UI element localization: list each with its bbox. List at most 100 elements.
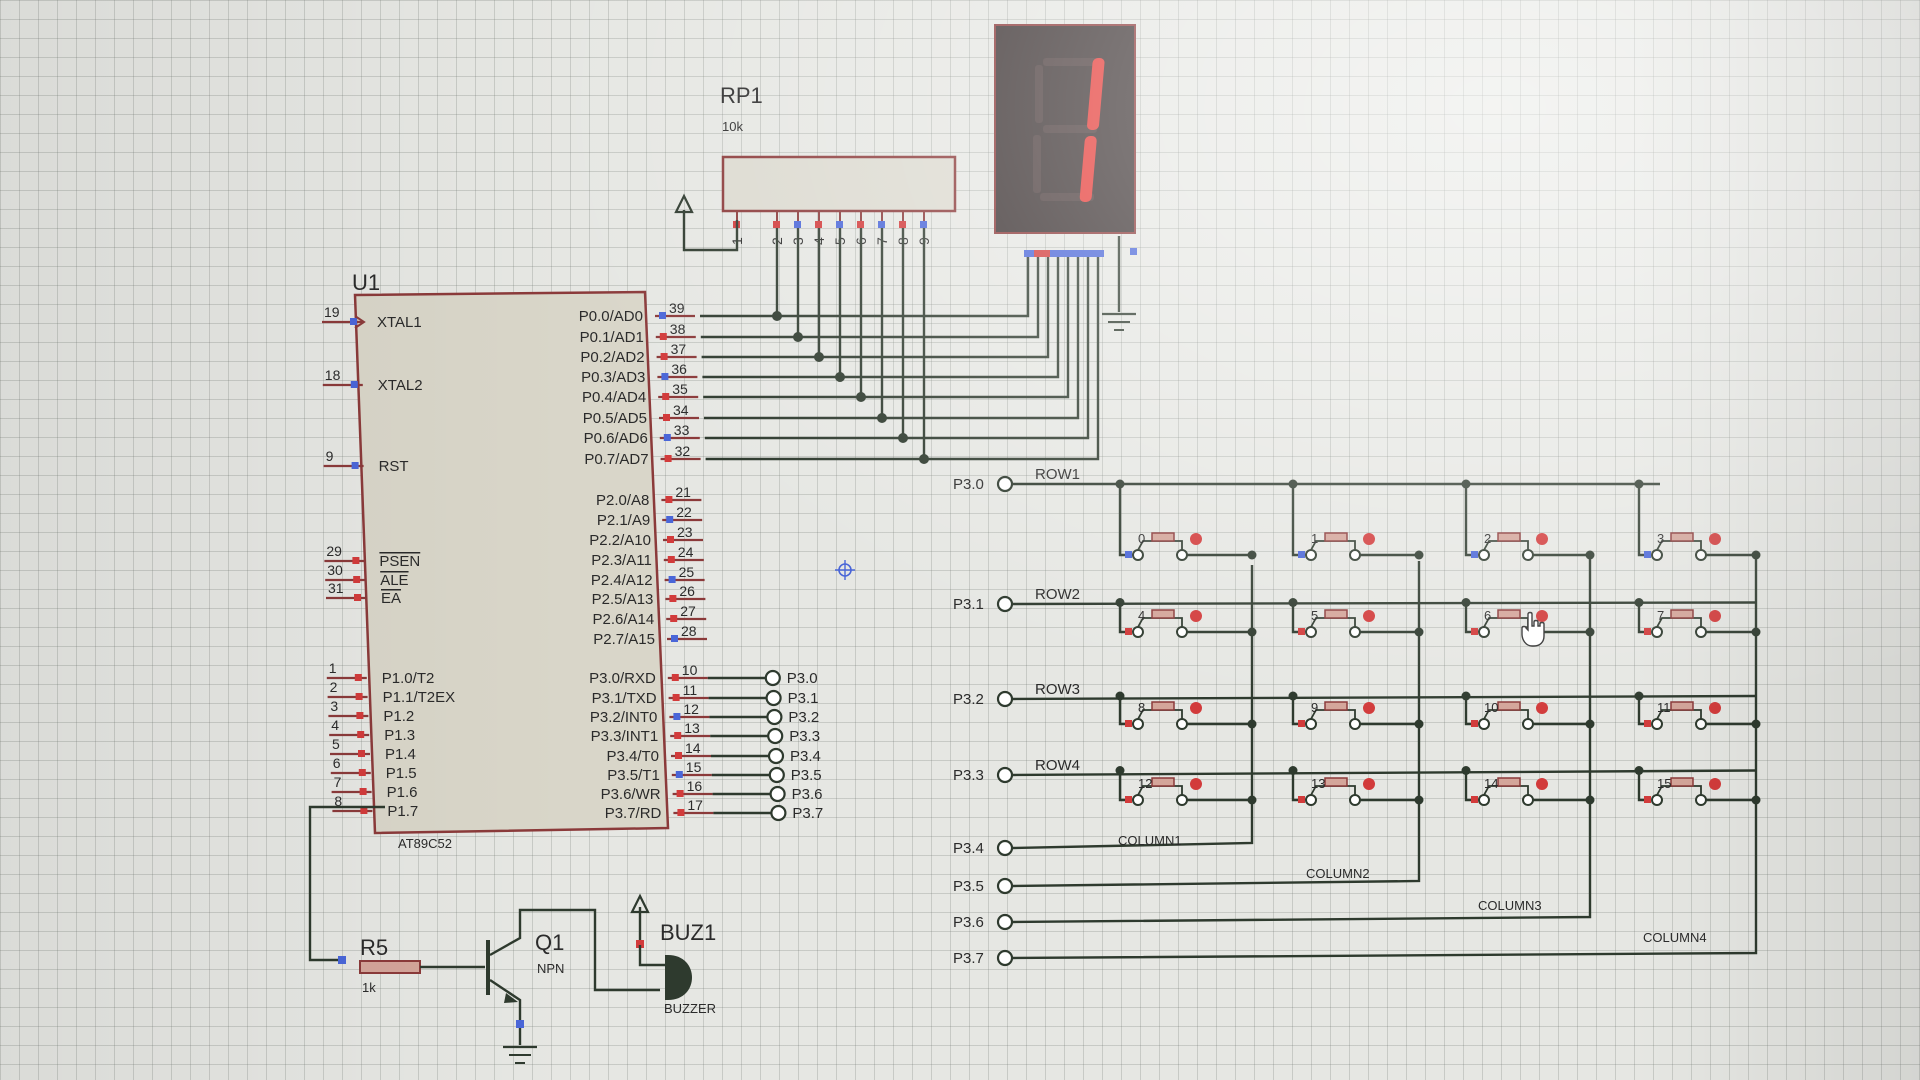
net-terminal[interactable] (770, 804, 787, 822)
rp1-value: 10k (722, 119, 743, 134)
junction-dot (877, 413, 887, 423)
keypad-switch[interactable] (1288, 479, 1424, 561)
column-terminal[interactable] (996, 913, 1014, 931)
u1-pin-number: 2 (330, 679, 338, 695)
u1-pin-marker (665, 496, 673, 503)
u1-pin-name: P1.7 (387, 803, 418, 820)
row-label: ROW2 (1035, 586, 1080, 603)
u1-pin-marker (358, 769, 366, 776)
column-net-label: P3.6 (953, 914, 984, 931)
u1-pin-number: 10 (682, 662, 698, 678)
key-number: 3 (1657, 531, 1664, 546)
u1-pin-number: 17 (687, 797, 703, 813)
column-label: COLUMN4 (1643, 930, 1707, 945)
u1-pin-marker (667, 536, 674, 543)
column-wire (1011, 553, 1758, 960)
u1-pin-name: P0.0/AD0 (579, 308, 643, 325)
r5-ref: R5 (360, 935, 388, 960)
rp1-body[interactable] (721, 155, 957, 213)
u1-pin-name: P1.4 (385, 746, 416, 763)
rp1-pin-marker (836, 221, 843, 228)
keypad-switch[interactable] (1634, 479, 1761, 561)
net-terminal[interactable] (766, 708, 783, 726)
u1-pin-name: P3.6/WR (601, 786, 661, 803)
u1-pin-marker (351, 462, 359, 469)
keypad-switch[interactable] (1461, 479, 1595, 561)
port0-bus-wires (700, 228, 1100, 464)
net-terminal[interactable] (769, 785, 786, 803)
net-label: P3.0 (787, 670, 818, 687)
u1-pin-marker (354, 594, 361, 601)
u1-pin-marker (670, 615, 678, 622)
rp1-pin-marker (899, 221, 906, 228)
u1-pin-number: 23 (677, 524, 693, 540)
u1-pin-number: 38 (670, 321, 686, 337)
u1-pin-name: P2.2/A10 (589, 532, 651, 549)
column-terminal[interactable] (996, 949, 1014, 967)
u1-pin-name: P2.4/A12 (591, 572, 653, 589)
u1-pin-marker (353, 576, 361, 583)
junction-dot (793, 332, 803, 342)
net-terminal[interactable] (764, 669, 781, 687)
rp1-pin-marker (920, 221, 927, 228)
key-number: 13 (1311, 776, 1325, 791)
u1-pin-marker (350, 381, 358, 388)
net-terminal[interactable] (767, 747, 785, 765)
p0-wire (704, 257, 1090, 440)
r5-body[interactable] (359, 960, 421, 974)
u1-pin-marker (673, 713, 681, 720)
seven-segment-display[interactable] (994, 24, 1136, 234)
net-label: P3.1 (788, 690, 819, 707)
net-label: P3.2 (788, 709, 819, 726)
u1-pin-name: P3.2/INT0 (590, 709, 658, 726)
keypad-switch[interactable] (1115, 766, 1257, 806)
u1-pin-name: P1.6 (387, 784, 418, 801)
row-label: ROW3 (1035, 681, 1080, 698)
junction-dot (856, 392, 866, 402)
q1-ref: Q1 (535, 930, 564, 955)
column-net-label: P3.5 (953, 878, 984, 895)
column-terminal[interactable] (996, 839, 1014, 857)
row-terminal[interactable] (996, 766, 1014, 784)
q1-type: NPN (537, 961, 564, 976)
u1-pin-name: P2.1/A9 (597, 512, 650, 529)
buzzer-icon[interactable] (665, 955, 692, 1000)
row-terminal[interactable] (996, 475, 1014, 493)
u1-part: AT89C52 (398, 836, 452, 851)
u1-pin-number: 31 (328, 580, 344, 596)
key-number: 4 (1138, 608, 1145, 623)
row-terminal[interactable] (996, 690, 1014, 708)
net-label: P3.4 (790, 748, 821, 765)
net-terminal[interactable] (768, 766, 785, 784)
u1-pin-number: 27 (680, 603, 696, 619)
u1-pin-number: 18 (325, 367, 341, 383)
u1-pin-number: 1 (329, 660, 337, 676)
u1-pin-marker (663, 434, 671, 441)
crosshair-cursor-icon (835, 560, 855, 580)
u1-pin-marker (661, 373, 669, 380)
net-terminal[interactable] (765, 689, 782, 707)
row-terminal[interactable] (996, 595, 1014, 613)
net-terminal[interactable] (767, 727, 784, 745)
u1-pin-number: 29 (326, 543, 342, 559)
rp1-pin-marker (878, 221, 885, 228)
u1-pin-name: P0.2/AD2 (580, 349, 644, 366)
u1-pin-name: P0.6/AD6 (584, 430, 648, 447)
keypad-switch[interactable] (1115, 479, 1257, 561)
u1-pin-name: EA (381, 590, 401, 607)
u1-pin-number: 24 (678, 544, 694, 560)
u1-pin-marker (659, 312, 666, 319)
u1-pin-marker (357, 731, 365, 738)
rp1-pin-marker (773, 221, 780, 228)
column-terminal[interactable] (996, 877, 1014, 895)
u1-pin-marker (671, 674, 679, 681)
p0-wire (700, 257, 1040, 339)
column-net-label: P3.7 (953, 950, 984, 967)
column-wire (1011, 565, 1254, 850)
u1-pin-name: P2.5/A13 (592, 591, 654, 608)
u1-pin-number: 33 (674, 422, 690, 438)
key-number: 5 (1311, 608, 1318, 623)
